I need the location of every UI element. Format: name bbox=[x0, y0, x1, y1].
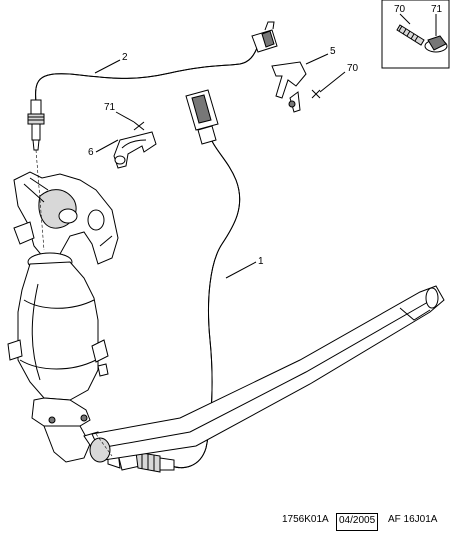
upstream-oxygen-sensor-icon bbox=[27, 99, 45, 151]
diagram-reference-code: 1756K01A bbox=[282, 514, 329, 525]
screw-71-icon bbox=[133, 121, 145, 131]
callout-6: 6 bbox=[88, 147, 94, 158]
exhaust-pipe bbox=[89, 285, 445, 463]
upstream-sensor-harness bbox=[27, 21, 278, 151]
callout-71: 71 bbox=[104, 102, 116, 113]
diagram-part-code: AF 16J01A bbox=[388, 514, 438, 525]
inset-callout-71: 71 bbox=[431, 4, 443, 15]
callout-2: 2 bbox=[122, 52, 128, 63]
screw-70-icon bbox=[311, 89, 321, 99]
diagram-date: 04/2005 bbox=[336, 513, 379, 531]
sensor-bracket-5 bbox=[271, 61, 307, 113]
inset-callout-70: 70 bbox=[394, 4, 406, 15]
catalytic-converter bbox=[7, 252, 109, 463]
callout-1: 1 bbox=[258, 256, 264, 267]
flange-screw-icon bbox=[396, 24, 448, 53]
harness-clip-6 bbox=[113, 131, 157, 169]
screw-inset-box: 70 71 bbox=[381, 0, 450, 69]
callout-70: 70 bbox=[347, 63, 359, 74]
downstream-connector-icon bbox=[185, 89, 219, 145]
upstream-connector-icon bbox=[251, 21, 278, 53]
exhaust-manifold bbox=[13, 171, 119, 265]
reference-dashed-lines bbox=[35, 149, 113, 457]
callout-5: 5 bbox=[330, 46, 336, 57]
